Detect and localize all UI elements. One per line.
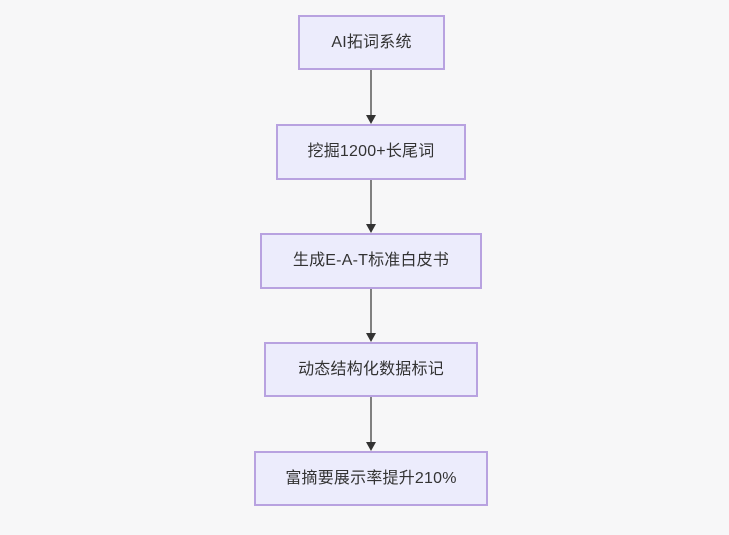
flowchart-node-mine-longtail-keywords[interactable]: 挖掘1200+长尾词 <box>276 124 466 180</box>
arrowhead-icon <box>366 333 376 342</box>
edge-line <box>370 289 372 334</box>
arrowhead-icon <box>366 442 376 451</box>
edge-connector <box>361 397 381 451</box>
flowchart-node-ai-keyword-system[interactable]: AI拓词系统 <box>298 15 445 70</box>
arrowhead-icon <box>366 224 376 233</box>
edge-connector <box>361 180 381 233</box>
flowchart-node-rich-snippet-rate[interactable]: 富摘要展示率提升210% <box>254 451 488 506</box>
arrowhead-icon <box>366 115 376 124</box>
flowchart-node-generate-eat-whitepaper[interactable]: 生成E-A-T标准白皮书 <box>260 233 482 289</box>
edge-line <box>370 397 372 443</box>
edge-connector <box>361 70 381 124</box>
flowchart-node-dynamic-structured-data[interactable]: 动态结构化数据标记 <box>264 342 478 397</box>
edge-line <box>370 70 372 116</box>
edge-line <box>370 180 372 225</box>
edge-connector <box>361 289 381 342</box>
